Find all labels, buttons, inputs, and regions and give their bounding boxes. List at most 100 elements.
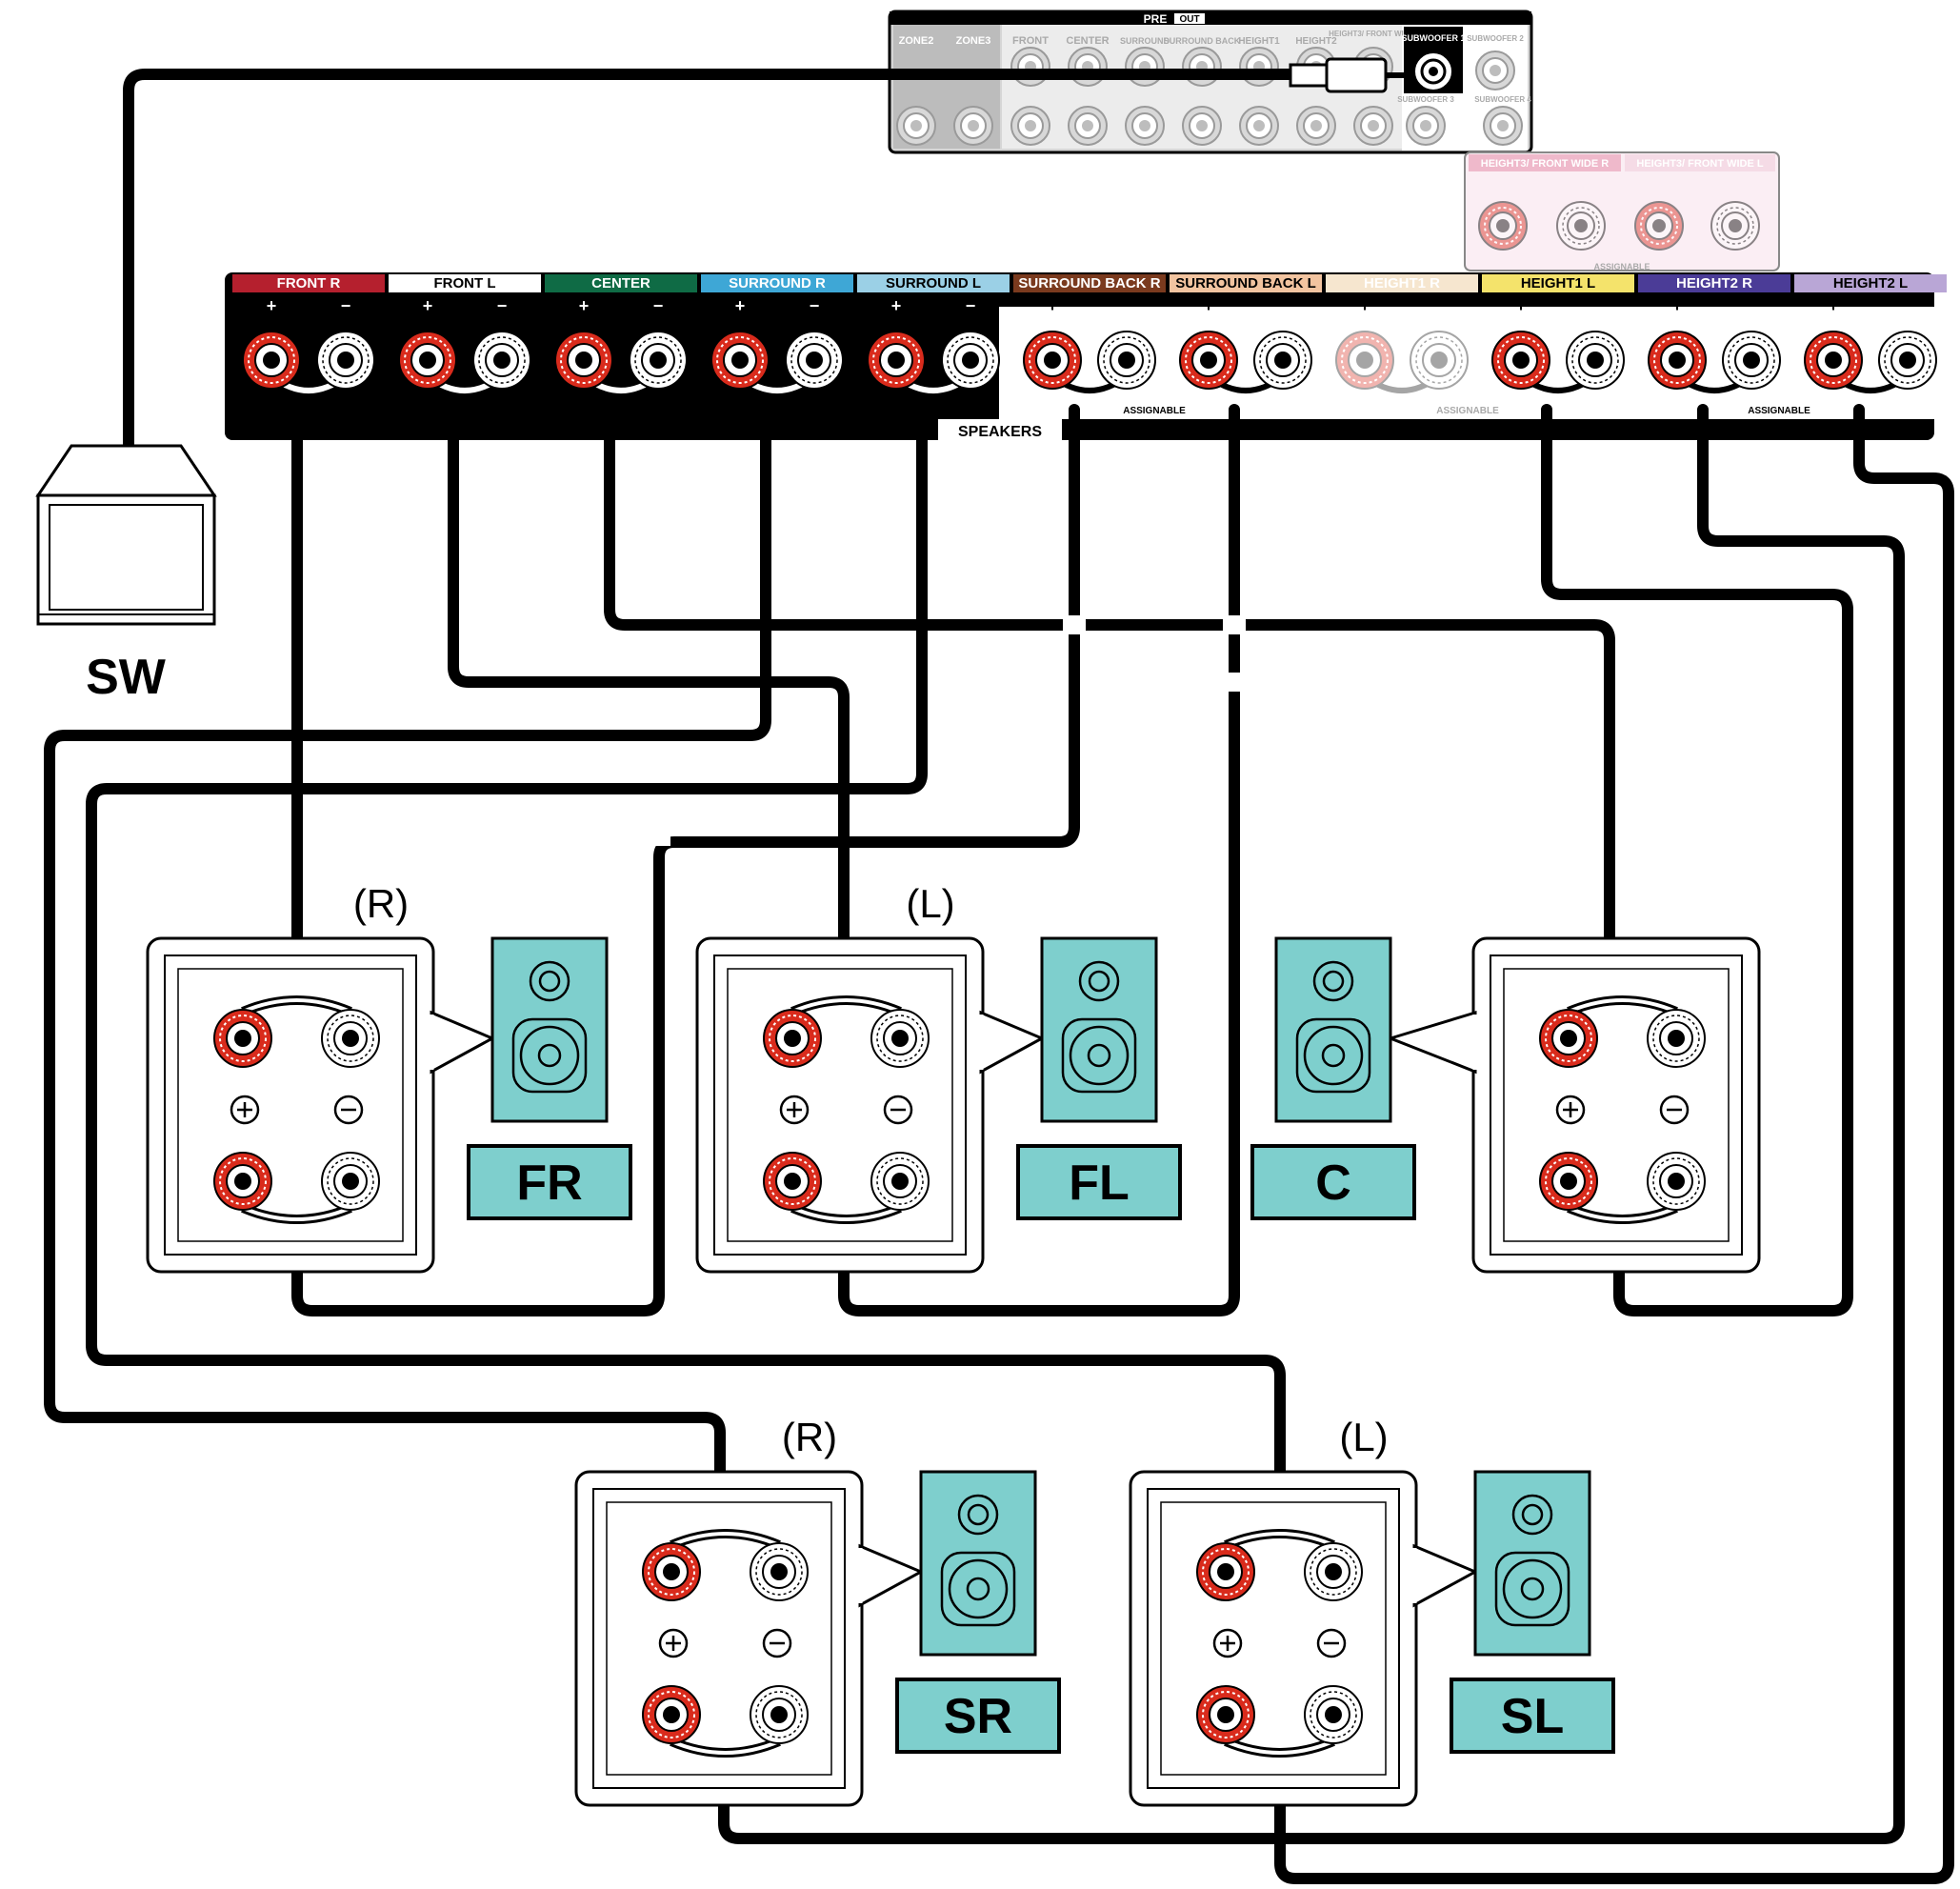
preout-jack-zone2: ZONE2 (899, 35, 934, 47)
preout-jack-surround: SURROUND (1120, 36, 1170, 46)
cable-front-r-minus (291, 404, 1080, 1316)
panel-terminal-pair (710, 331, 844, 393)
cable-center-minus (1541, 404, 1853, 1316)
preout-subwoofer-jack (1483, 106, 1523, 146)
speakers-label: SPEAKERS (958, 424, 1042, 440)
speaker-label: SL (1501, 1689, 1564, 1744)
preout-title: PRE (1144, 12, 1168, 26)
speaker-unit-fl: FL (L) (695, 881, 1182, 1274)
panel-terminal-pair (554, 331, 688, 393)
preout-subwoofer3-label: SUBWOOFER 3 (1397, 95, 1454, 104)
channel-label: SURROUND BACK L (1175, 275, 1316, 291)
preout-subwoofer-jack (1475, 50, 1515, 90)
channel-header (1326, 274, 1478, 292)
channel-header (1794, 274, 1947, 292)
minus-mark: − (1122, 296, 1132, 315)
preout-jack-center: CENTER (1066, 35, 1109, 47)
panel-terminal-pair (1804, 331, 1937, 393)
subwoofer-unit: SW (35, 444, 217, 705)
plus-mark: + (1048, 296, 1058, 315)
height3-assignable: ASSIGNABLE (1593, 262, 1650, 271)
channel-header (1638, 274, 1790, 292)
channel-label: FRONT R (277, 275, 341, 291)
subwoofer-cable (123, 69, 1301, 453)
preout-subwoofer2-label: SUBWOOFER 2 (1467, 34, 1524, 43)
preout-jack-front: FRONT (1012, 35, 1049, 47)
speaker-side-label: (L) (906, 881, 954, 926)
speaker-label: FR (516, 1156, 582, 1211)
speaker-label: SR (944, 1689, 1012, 1744)
panel-terminal-pair (242, 331, 375, 393)
preout-subwoofer4-label: SUBWOOFER 4 (1474, 95, 1531, 104)
preout-jack-zone3: ZONE3 (956, 35, 991, 47)
cable-crossings (648, 615, 1246, 846)
plus-mark: + (1516, 296, 1527, 315)
speaker-unit-sl: SL (L) (1129, 1415, 1615, 1807)
channel-label: HEIGHT2 R (1676, 275, 1752, 291)
speaker-label: C (1315, 1156, 1351, 1211)
minus-mark: − (341, 296, 351, 315)
speaker-label: FL (1069, 1156, 1130, 1211)
minus-mark: − (1903, 296, 1913, 315)
height3-panel: HEIGHT3/ FRONT WIDE R HEIGHT3/ FRONT WID… (1464, 151, 1780, 271)
plus-mark: + (1672, 296, 1683, 315)
preout-panel: PRE OUT ZONE2 ZONE3 FRONT CENTER SURROUN… (888, 10, 1533, 154)
plus-mark: + (735, 296, 746, 315)
minus-mark: − (1278, 296, 1289, 315)
channel-label: FRONT L (434, 275, 496, 291)
channel-label: SURROUND BACK R (1018, 275, 1160, 291)
channel-header (1013, 274, 1166, 292)
rca-plug (1289, 57, 1410, 93)
minus-mark: − (1747, 296, 1757, 315)
speaker-side-label: (R) (782, 1415, 837, 1459)
speaker-side-label: (L) (1339, 1415, 1388, 1459)
preout-title-badge: OUT (1179, 14, 1199, 25)
panel-terminal-pair (1335, 331, 1469, 393)
preout-rca-jack (953, 106, 993, 146)
minus-mark: − (1434, 296, 1445, 315)
minus-mark: − (810, 296, 820, 315)
plus-mark: + (1829, 296, 1839, 315)
panel-terminal-pair (398, 331, 531, 393)
minus-mark: − (1590, 296, 1601, 315)
minus-mark: − (497, 296, 508, 315)
preout-subwoofer1-label: SUBWOOFER 1 (1401, 33, 1465, 43)
panel-terminal-pair (1023, 331, 1156, 393)
plus-mark: + (267, 296, 277, 315)
plus-mark: + (1204, 296, 1214, 315)
preout-jack-height2: HEIGHT2 (1295, 36, 1337, 47)
cable-surround-l-plus (86, 404, 1286, 1536)
preout-rca-jack (896, 106, 936, 146)
panel-terminal-pair (1179, 331, 1312, 393)
cable-front-l-plus (448, 404, 850, 1004)
speaker-unit-fr: FR(R) (146, 881, 632, 1274)
channel-header (1170, 274, 1322, 292)
height3-l-label: HEIGHT3/ FRONT WIDE L (1636, 158, 1764, 170)
channel-label: SURROUND R (729, 275, 826, 291)
cable-center-plus (604, 404, 1615, 1004)
assignable-label-1: ASSIGNABLE (1123, 406, 1186, 416)
channel-header (857, 274, 1010, 292)
panel-terminal-pair (867, 331, 1000, 393)
plus-mark: + (579, 296, 590, 315)
plus-mark: + (1360, 296, 1370, 315)
channel-header (1482, 274, 1634, 292)
channel-label: HEIGHT1 R (1364, 275, 1440, 291)
panel-terminal-pair (1648, 331, 1781, 393)
channel-header (389, 274, 541, 292)
channel-label: CENTER (591, 275, 650, 291)
plus-mark: + (891, 296, 902, 315)
preout-jack-height1: HEIGHT1 (1238, 36, 1280, 47)
channel-header (545, 274, 697, 292)
minus-mark: − (653, 296, 664, 315)
speaker-unit-sr: SR (R) (574, 1415, 1061, 1807)
channel-label: HEIGHT1 L (1521, 275, 1595, 291)
preout-subwoofer-jack (1406, 106, 1446, 146)
height3-r-label: HEIGHT3/ FRONT WIDE R (1481, 158, 1610, 170)
preout-jack-height3: HEIGHT3/ FRONT WIDE (1329, 30, 1414, 38)
cable-surround-r-minus (718, 404, 1905, 1844)
channel-label: HEIGHT2 L (1833, 275, 1908, 291)
plus-mark: + (423, 296, 433, 315)
subwoofer-label: SW (86, 650, 167, 705)
speaker-cables (44, 69, 1954, 1884)
